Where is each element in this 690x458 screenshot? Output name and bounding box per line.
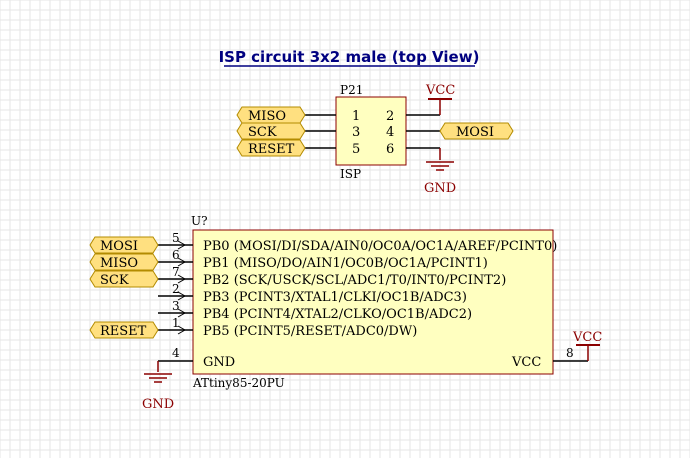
isp-gnd-power[interactable]: GND: [424, 148, 456, 196]
isp-pin-4: 4: [386, 125, 394, 140]
port-shape: [89, 253, 159, 271]
mcu-vcc-pin-number: 8: [566, 346, 574, 360]
pin-direction-icon: [177, 257, 187, 267]
sheet-title: ISP circuit 3x2 male (top View): [219, 48, 480, 66]
pin-direction-icon: [177, 274, 187, 284]
mcu-body: [192, 229, 554, 375]
mcu-pin-label: PB4 (PCINT4/XTAL2/CLKO/OC1B/ADC2): [203, 307, 472, 322]
port-label: RESET: [248, 142, 295, 157]
port-label: MOSI: [100, 239, 138, 254]
port-shape: [236, 122, 306, 140]
isp-port-reset[interactable]: RESET: [236, 139, 306, 157]
mcu-port[interactable]: MOSI: [89, 236, 159, 254]
pin-direction-icon: [177, 240, 187, 250]
mcu-pin-label: PB2 (SCK/USCK/SCL/ADC1/T0/INT0/PCINT2): [203, 273, 506, 288]
mcu-pin-number: 6: [172, 248, 180, 262]
isp-pin-6: 6: [386, 142, 394, 157]
isp-comment: ISP: [340, 167, 361, 181]
port-shape: [439, 122, 514, 140]
mcu-pin-number: 2: [172, 282, 180, 296]
mcu-part-name: ATtiny85-20PU: [192, 376, 285, 390]
port-label: SCK: [248, 125, 277, 140]
vcc-label: VCC: [572, 330, 602, 345]
mcu-port[interactable]: SCK: [89, 270, 159, 288]
mcu-pin-number: 5: [172, 231, 180, 245]
mcu-port[interactable]: MISO: [89, 253, 159, 271]
mcu-pin-label: PB3 (PCINT3/XTAL1/CLKI/OC1B/ADC3): [203, 290, 467, 305]
mcu-vcc-power[interactable]: VCC: [572, 330, 602, 361]
isp-designator: P21: [340, 83, 363, 97]
port-label: SCK: [100, 273, 129, 288]
port-label: MISO: [100, 256, 138, 271]
isp-port-sck[interactable]: SCK: [236, 122, 306, 140]
vcc-label: VCC: [425, 83, 455, 98]
mcu-gnd-pin-label: GND: [203, 355, 235, 370]
isp-pin-1: 1: [352, 109, 360, 124]
isp-connector[interactable]: P21 ISP 1 2 3 4 5 6: [305, 83, 440, 181]
mcu-pin-label: PB5 (PCINT5/RESET/ADC0/DW): [203, 324, 417, 339]
pin-direction-icon: [177, 325, 187, 335]
port-label: MOSI: [456, 125, 494, 140]
mcu-gnd-pin-number: 4: [172, 346, 180, 360]
port-shape: [89, 236, 159, 254]
mcu-vcc-pin-label: VCC: [511, 355, 541, 370]
port-shape: [89, 321, 159, 339]
isp-port-mosi[interactable]: MOSI: [439, 122, 514, 140]
mcu-pin-label: PB1 (MISO/DO/AIN1/OC0B/OC1A/PCINT1): [203, 256, 488, 271]
isp-body: [335, 96, 407, 166]
port-label: MISO: [248, 109, 286, 124]
mcu-pin-label: PB0 (MOSI/DI/SDA/AIN0/OC0A/OC1A/AREF/PCI…: [203, 239, 557, 254]
pin-direction-icon: [177, 291, 187, 301]
isp-port-miso[interactable]: MISO: [236, 106, 306, 124]
gnd-label: GND: [142, 397, 174, 412]
isp-pin-3: 3: [352, 125, 360, 140]
port-label: RESET: [100, 324, 147, 339]
pin-direction-icon: [177, 308, 187, 318]
port-shape: [89, 270, 159, 288]
mcu-pin-number: 3: [172, 299, 180, 313]
mcu-designator: U?: [191, 214, 208, 228]
mcu-port[interactable]: RESET: [89, 321, 159, 339]
mcu-pin-number: 7: [172, 265, 180, 279]
mcu-pin-number: 1: [172, 316, 180, 330]
isp-vcc-power[interactable]: VCC: [425, 83, 455, 115]
mcu-gnd-power[interactable]: GND: [142, 361, 174, 412]
gnd-label: GND: [424, 181, 456, 196]
isp-pin-2: 2: [386, 109, 394, 124]
isp-pin-5: 5: [352, 142, 360, 157]
port-shape: [236, 139, 306, 157]
